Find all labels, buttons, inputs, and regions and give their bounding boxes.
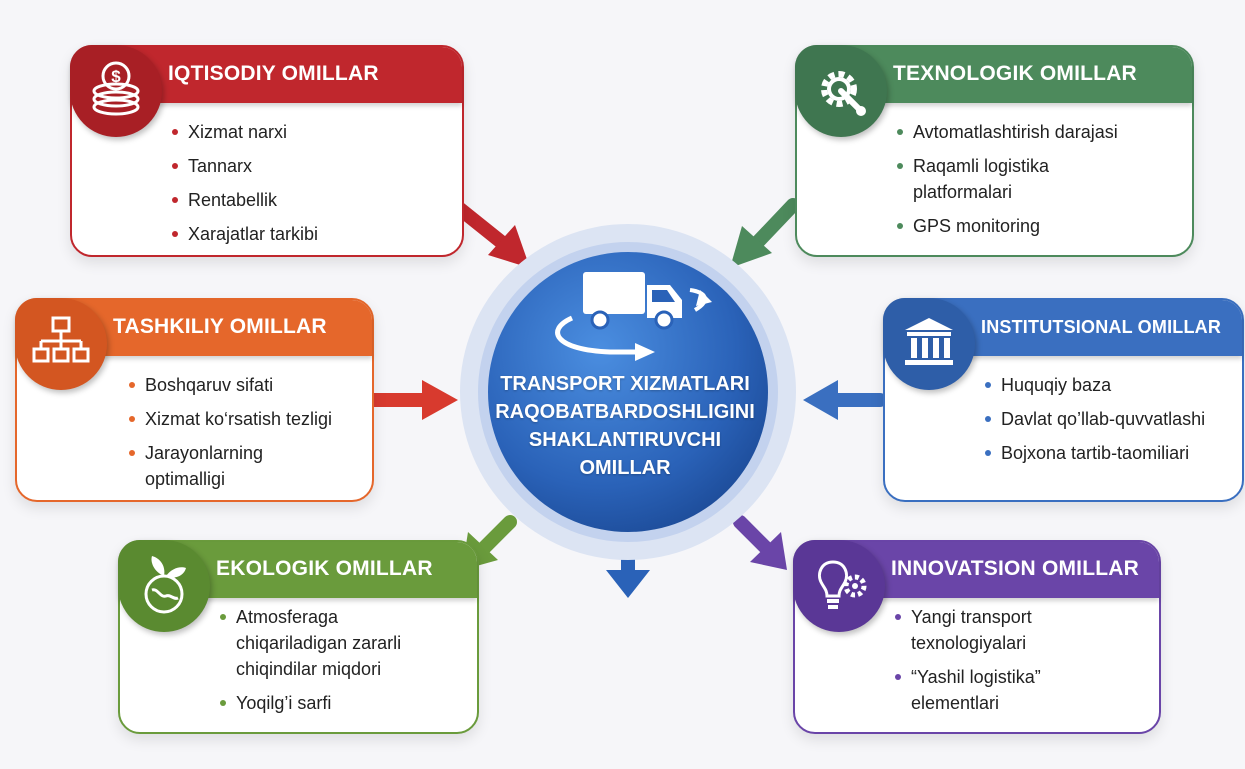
center-title-line: SHAKLANTIRUVCHI	[528, 429, 722, 451]
list-item: Raqamli logistika platformalari	[897, 153, 1143, 205]
arrow-iqtisodiy	[448, 198, 530, 268]
card-innovatsion: INNOVATSION OMILLAR Yangi transport texn…	[793, 540, 1161, 734]
card-texnologik: TEXNOLOGIK OMILLAR Avtomatlashtirish dar…	[795, 45, 1194, 257]
list-item: Yoqilg’i sarfi	[220, 690, 436, 716]
card-institutsional: INSTITUTSIONAL OMILLAR Huquqiy baza Davl…	[883, 298, 1244, 502]
center-title-line: TRANSPORT XIZMATLARI	[500, 373, 750, 395]
gear-wrench-icon	[795, 45, 887, 137]
arrow-texnologik	[730, 198, 800, 268]
government-building-icon	[883, 298, 975, 390]
card-iqtisodiy: IQTISODIY OMILLAR $ Xizmat narxi Tannarx…	[70, 45, 464, 257]
card-title: EKOLOGIK OMILLAR	[216, 557, 433, 580]
card-title: TASHKILIY OMILLAR	[113, 315, 327, 338]
list-item: Atmosferaga chiqariladigan zararli chiqi…	[220, 604, 436, 682]
card-title: IQTISODIY OMILLAR	[168, 62, 379, 85]
coins-icon: $	[70, 45, 162, 137]
list-item: Boshqaruv sifati	[129, 372, 332, 398]
arrow-innovatsion	[733, 515, 787, 570]
center-title-line: OMILLAR	[579, 457, 671, 479]
list-item: Yangi transport texnologiyalari	[895, 604, 1081, 656]
list-item: Xarajatlar tarkibi	[172, 221, 318, 247]
list-item: Xizmat narxi	[172, 119, 318, 145]
svg-text:$: $	[111, 67, 121, 86]
card-title: INSTITUTSIONAL OMILLAR	[981, 317, 1222, 337]
list-item: Rentabellik	[172, 187, 318, 213]
list-item: Huquqiy baza	[985, 372, 1205, 398]
list-item: Tannarx	[172, 153, 318, 179]
delivery-truck-icon	[555, 272, 712, 361]
card-ekologik: EKOLOGIK OMILLAR Atmosferaga chiqariladi…	[118, 540, 479, 734]
list-item: Jarayonlarning optimalligi	[129, 440, 315, 492]
card-title: TEXNOLOGIK OMILLAR	[893, 62, 1137, 85]
arrow-tashkiliy	[363, 380, 458, 420]
center-title-line: RAQOBATBARDOSHLIGINI	[495, 401, 755, 423]
center-title: TRANSPORT XIZMATLARI RAQOBATBARDOSHLIGIN…	[470, 370, 780, 482]
list-item: “Yashil logistika” elementlari	[895, 664, 1101, 716]
list-item: GPS monitoring	[897, 213, 1143, 239]
card-title: INNOVATSION OMILLAR	[891, 557, 1140, 580]
center-circle	[488, 252, 768, 532]
list-item: Davlat qo’llab-quvvatlashi	[985, 406, 1205, 432]
list-item: Avtomatlashtirish darajasi	[897, 119, 1143, 145]
list-item: Bojxona tartib-taomiliari	[985, 440, 1205, 466]
list-item: Xizmat ko‘rsatish tezligi	[129, 406, 332, 432]
org-chart-icon	[15, 298, 107, 390]
card-tashkiliy: TASHKILIY OMILLAR Boshqaruv sifati Xizma…	[15, 298, 374, 502]
lightbulb-gear-icon	[793, 540, 885, 632]
globe-leaf-icon	[118, 540, 210, 632]
arrow-institutsional	[803, 380, 887, 420]
